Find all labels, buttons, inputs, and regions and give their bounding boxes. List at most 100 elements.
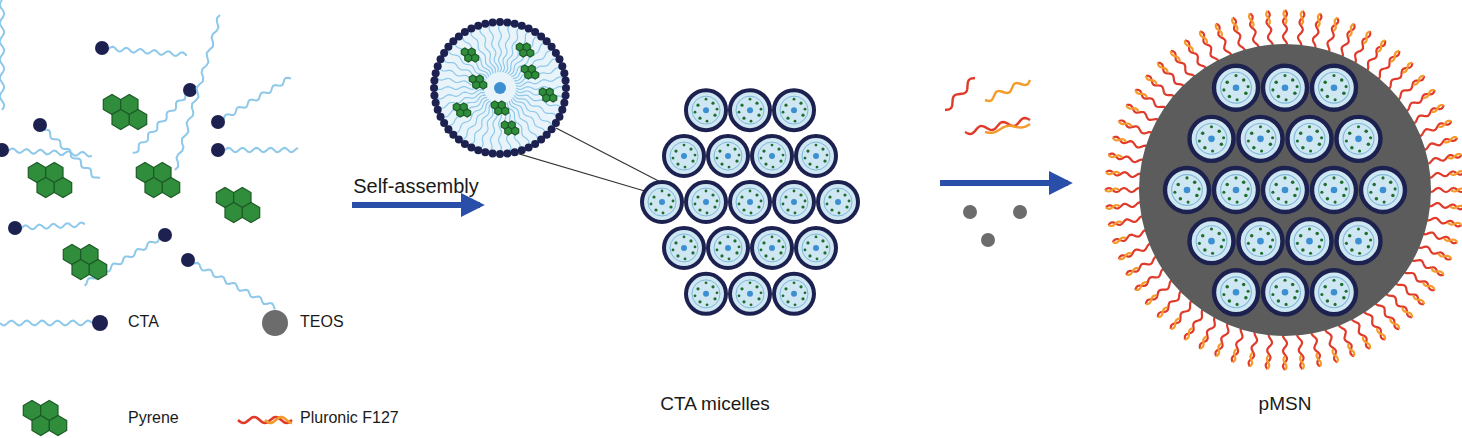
cta-tail [85, 235, 165, 286]
cta-tail [188, 260, 275, 310]
f127-strand [1232, 326, 1244, 362]
micelle-core [494, 82, 506, 94]
cta-tail [462, 36, 490, 75]
cta-head [562, 77, 570, 85]
pyrene-ring [464, 109, 471, 117]
f127-strand [1339, 24, 1354, 59]
f127-strand [1146, 295, 1157, 304]
f127-strand [1158, 63, 1168, 73]
f127-strand [1416, 121, 1451, 136]
cta-head [481, 148, 489, 156]
f127-strand [1375, 51, 1399, 80]
pyrene-ring [145, 178, 162, 198]
f127-strand [1313, 14, 1322, 51]
micelle [730, 182, 770, 222]
cta-sample [0, 321, 92, 326]
micelle [774, 274, 814, 314]
f127-strand [1348, 343, 1354, 356]
micelle [1214, 168, 1258, 212]
f127-strand [1216, 24, 1222, 37]
cta-tail [509, 101, 537, 140]
pyrene-ring [242, 203, 259, 223]
pyrene-ring [32, 416, 49, 436]
pyrene-ring [225, 203, 242, 223]
cta-tail [480, 27, 496, 73]
f127-strand [1402, 63, 1412, 73]
cta-tail [499, 24, 502, 72]
f127-strand [1249, 14, 1254, 28]
f127-strand [1300, 355, 1304, 369]
f127-strand [1109, 155, 1123, 158]
cta-head [511, 20, 519, 28]
cta-tail [516, 77, 563, 86]
pyrene-ring [520, 49, 527, 57]
f127-strand [1385, 63, 1412, 90]
f127-strand [1444, 137, 1457, 142]
f127-strand [1105, 188, 1143, 192]
f127-strand [1185, 40, 1193, 52]
silica-particle [1139, 44, 1431, 336]
cta-head [555, 55, 563, 63]
f127-strand [1106, 171, 1144, 177]
cta-tail [448, 97, 487, 125]
f127-corona [1105, 10, 1462, 370]
micelle [1361, 168, 1405, 212]
f127-strand [1416, 244, 1451, 259]
zoom-inset [432, 20, 568, 156]
pyrene-ring [129, 110, 146, 130]
f127-strand [1283, 332, 1287, 370]
pyrene-ring [112, 110, 129, 130]
f127-strand [1438, 121, 1451, 127]
micelle [1190, 219, 1234, 263]
legend-swatch [262, 310, 288, 336]
process-arrow [352, 202, 480, 208]
micelle [708, 136, 748, 176]
pyrene-ring [532, 71, 539, 79]
f127-strand [1200, 336, 1207, 348]
cta-head [560, 69, 568, 77]
teos-dot [981, 233, 995, 247]
f127-strand [1423, 90, 1435, 98]
cta-tail [502, 104, 511, 151]
f127-strand [1444, 238, 1457, 242]
f127-strand [1423, 282, 1435, 290]
free-molecules [0, 0, 1030, 310]
f127-strand [1146, 280, 1175, 304]
f127-strand [1126, 268, 1138, 275]
f127-strand [1135, 90, 1167, 111]
f127-strand [985, 80, 1030, 101]
micelle [686, 182, 726, 222]
f127-strand [1317, 14, 1320, 28]
f127-strand [1390, 318, 1399, 329]
f127-strand [1171, 300, 1195, 329]
micelle [796, 136, 836, 176]
cta-head [181, 253, 195, 267]
f127-strand [1113, 230, 1149, 242]
cta-head [518, 22, 526, 30]
cta-head [183, 83, 197, 97]
f127-strand [1283, 10, 1287, 48]
cta-head [158, 228, 172, 242]
micelle [1263, 168, 1307, 212]
f127-sample [238, 417, 292, 423]
cta-head [95, 41, 109, 55]
micelle [1312, 270, 1356, 314]
micelle [686, 90, 726, 130]
cta-tail [503, 25, 511, 72]
f127-strand [1106, 202, 1144, 208]
f127-strand [1113, 138, 1126, 142]
f127-strand [1450, 171, 1462, 175]
f127-strand [1352, 31, 1370, 65]
f127-strand [1363, 31, 1370, 43]
micelle [1312, 66, 1356, 110]
cta-tail [480, 103, 495, 149]
process-arrow [940, 180, 1068, 186]
f127-strand [1200, 31, 1218, 65]
micelle [642, 182, 682, 222]
legend-text: Pyrene [128, 409, 179, 427]
f127-strand [1119, 121, 1154, 136]
cta-head [562, 91, 570, 99]
f127-strand [1106, 172, 1120, 174]
cta-tail [489, 25, 498, 72]
pyrene-ring [480, 81, 487, 89]
